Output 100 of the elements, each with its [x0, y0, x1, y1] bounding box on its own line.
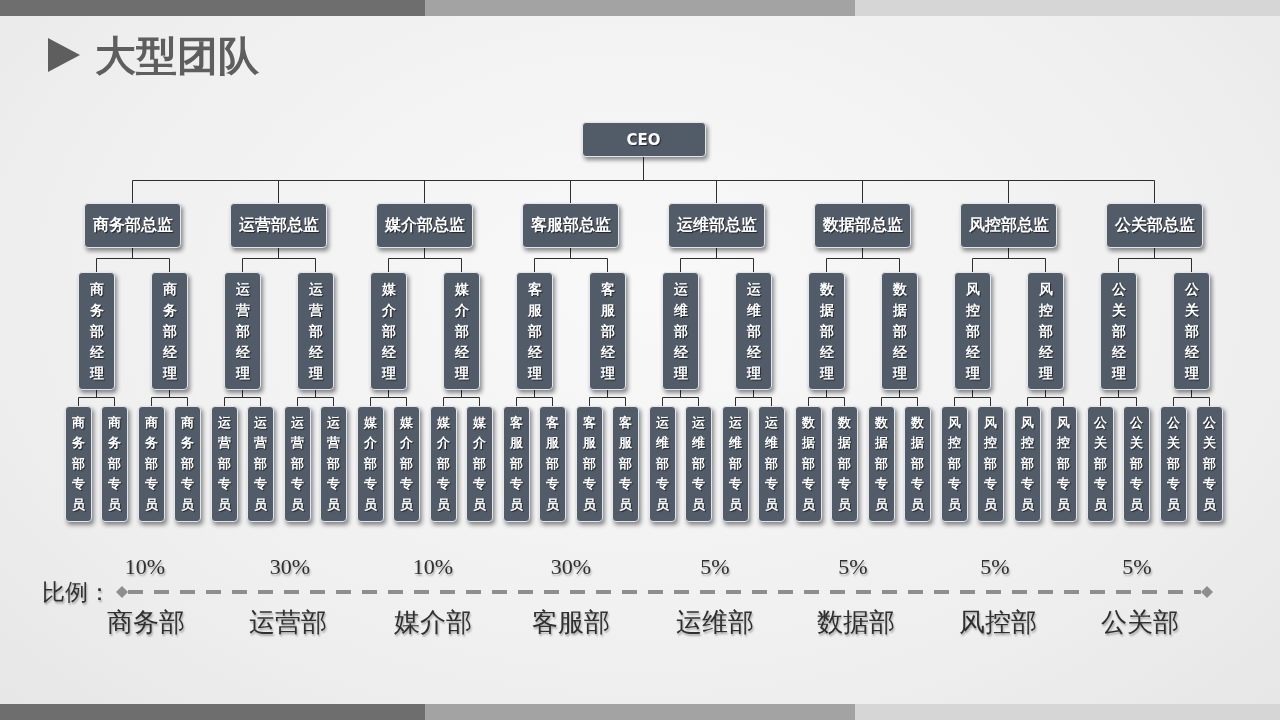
- position-box: 公关部专员: [1196, 406, 1223, 522]
- department-name: 公关部: [1101, 608, 1179, 638]
- position-box: 公关部经理: [1100, 272, 1137, 390]
- position-box: 公关部经理: [1173, 272, 1210, 390]
- department-name: 媒介部: [394, 608, 472, 638]
- connector-line: [589, 389, 626, 407]
- position-box: 运维部专员: [758, 406, 785, 522]
- position-box: 数据部总监: [814, 203, 911, 248]
- position-box: 媒介部专员: [430, 406, 457, 522]
- connector-line: [96, 247, 170, 273]
- position-box: 客服部经理: [589, 272, 626, 390]
- title: 大型团队: [95, 31, 259, 82]
- department-name: 风控部: [959, 608, 1037, 638]
- position-box: 客服部专员: [503, 406, 530, 522]
- position-box: 客服部总监: [522, 203, 619, 248]
- connector-line: [735, 389, 772, 407]
- connector-line: [242, 247, 316, 273]
- percentage-text: 30%: [269, 554, 311, 580]
- connector-line: [662, 389, 699, 407]
- position-box: 数据部经理: [881, 272, 918, 390]
- position-box: 运维部专员: [649, 406, 676, 522]
- connector-line: [297, 389, 334, 407]
- percentage-text: 10%: [412, 554, 454, 580]
- connector-line: [1100, 389, 1137, 407]
- position-box: 商务部经理: [78, 272, 115, 390]
- percentage-text: 5%: [980, 554, 1010, 580]
- position-box: 运营部专员: [247, 406, 274, 522]
- position-box: 运营部总监: [230, 203, 327, 248]
- position-box: 运维部经理: [662, 272, 699, 390]
- position-box: 客服部专员: [539, 406, 566, 522]
- connector-line: [443, 389, 480, 407]
- position-box: 风控部专员: [941, 406, 968, 522]
- percentage-text: 10%: [124, 554, 166, 580]
- connector-line: [1027, 389, 1064, 407]
- position-box: 商务部专员: [138, 406, 165, 522]
- position-box: CEO: [581, 122, 706, 157]
- position-box: 公关部专员: [1123, 406, 1150, 522]
- position-box: 风控部专员: [977, 406, 1004, 522]
- connector-line: [151, 389, 188, 407]
- connector-line: [534, 247, 608, 273]
- position-box: 运营部专员: [284, 406, 311, 522]
- position-box: 运营部经理: [297, 272, 334, 390]
- position-box: 数据部专员: [868, 406, 895, 522]
- position-box: 客服部经理: [516, 272, 553, 390]
- position-box: 运营部经理: [224, 272, 261, 390]
- connector-line: [224, 389, 261, 407]
- position-box: 风控部专员: [1014, 406, 1041, 522]
- position-box: 媒介部专员: [466, 406, 493, 522]
- connector-line: [388, 247, 462, 273]
- position-box: 商务部专员: [101, 406, 128, 522]
- position-box: 数据部经理: [808, 272, 845, 390]
- position-box: 公关部专员: [1160, 406, 1187, 522]
- connector-line: [1118, 247, 1192, 273]
- position-box: 客服部专员: [576, 406, 603, 522]
- department-name: 运营部: [249, 608, 327, 638]
- position-box: 数据部专员: [831, 406, 858, 522]
- position-box: 媒介部经理: [443, 272, 480, 390]
- position-box: 商务部总监: [84, 203, 181, 248]
- position-box: 风控部专员: [1050, 406, 1077, 522]
- position-box: 风控部经理: [954, 272, 991, 390]
- department-name: 客服部: [532, 608, 610, 638]
- connector-line: [881, 389, 918, 407]
- connector-line: [370, 389, 407, 407]
- position-box: 运维部专员: [722, 406, 749, 522]
- position-box: 商务部经理: [151, 272, 188, 390]
- connector-line: [826, 247, 900, 273]
- connector-line: [132, 156, 1155, 204]
- department-name: 数据部: [817, 608, 895, 638]
- position-box: 运营部专员: [211, 406, 238, 522]
- position-box: 数据部专员: [904, 406, 931, 522]
- connector-line: [954, 389, 991, 407]
- connector-line: [1173, 389, 1210, 407]
- scale-title: 比例：: [42, 579, 111, 607]
- position-box: 媒介部经理: [370, 272, 407, 390]
- department-name: 商务部: [107, 608, 185, 638]
- position-box: 运维部经理: [735, 272, 772, 390]
- position-box: 风控部总监: [960, 203, 1057, 248]
- percentage-text: 5%: [1122, 554, 1152, 580]
- department-name: 运维部: [676, 608, 754, 638]
- percentage-text: 30%: [550, 554, 592, 580]
- position-box: 商务部专员: [174, 406, 201, 522]
- position-box: 客服部专员: [612, 406, 639, 522]
- position-box: 风控部经理: [1027, 272, 1064, 390]
- percentage-text: 5%: [838, 554, 868, 580]
- connector-line: [808, 389, 845, 407]
- percentage-text: 5%: [700, 554, 730, 580]
- position-box: 商务部专员: [65, 406, 92, 522]
- position-box: 媒介部总监: [376, 203, 473, 248]
- position-box: 媒介部专员: [393, 406, 420, 522]
- connector-line: [972, 247, 1046, 273]
- position-box: 公关部总监: [1106, 203, 1203, 248]
- connector-line: [516, 389, 553, 407]
- position-box: 运维部总监: [668, 203, 765, 248]
- position-box: 媒介部专员: [357, 406, 384, 522]
- connector-line: [78, 389, 115, 407]
- connector-line: [680, 247, 754, 273]
- position-box: 公关部专员: [1087, 406, 1114, 522]
- position-box: 运营部专员: [320, 406, 347, 522]
- position-box: 数据部专员: [795, 406, 822, 522]
- position-box: 运维部专员: [685, 406, 712, 522]
